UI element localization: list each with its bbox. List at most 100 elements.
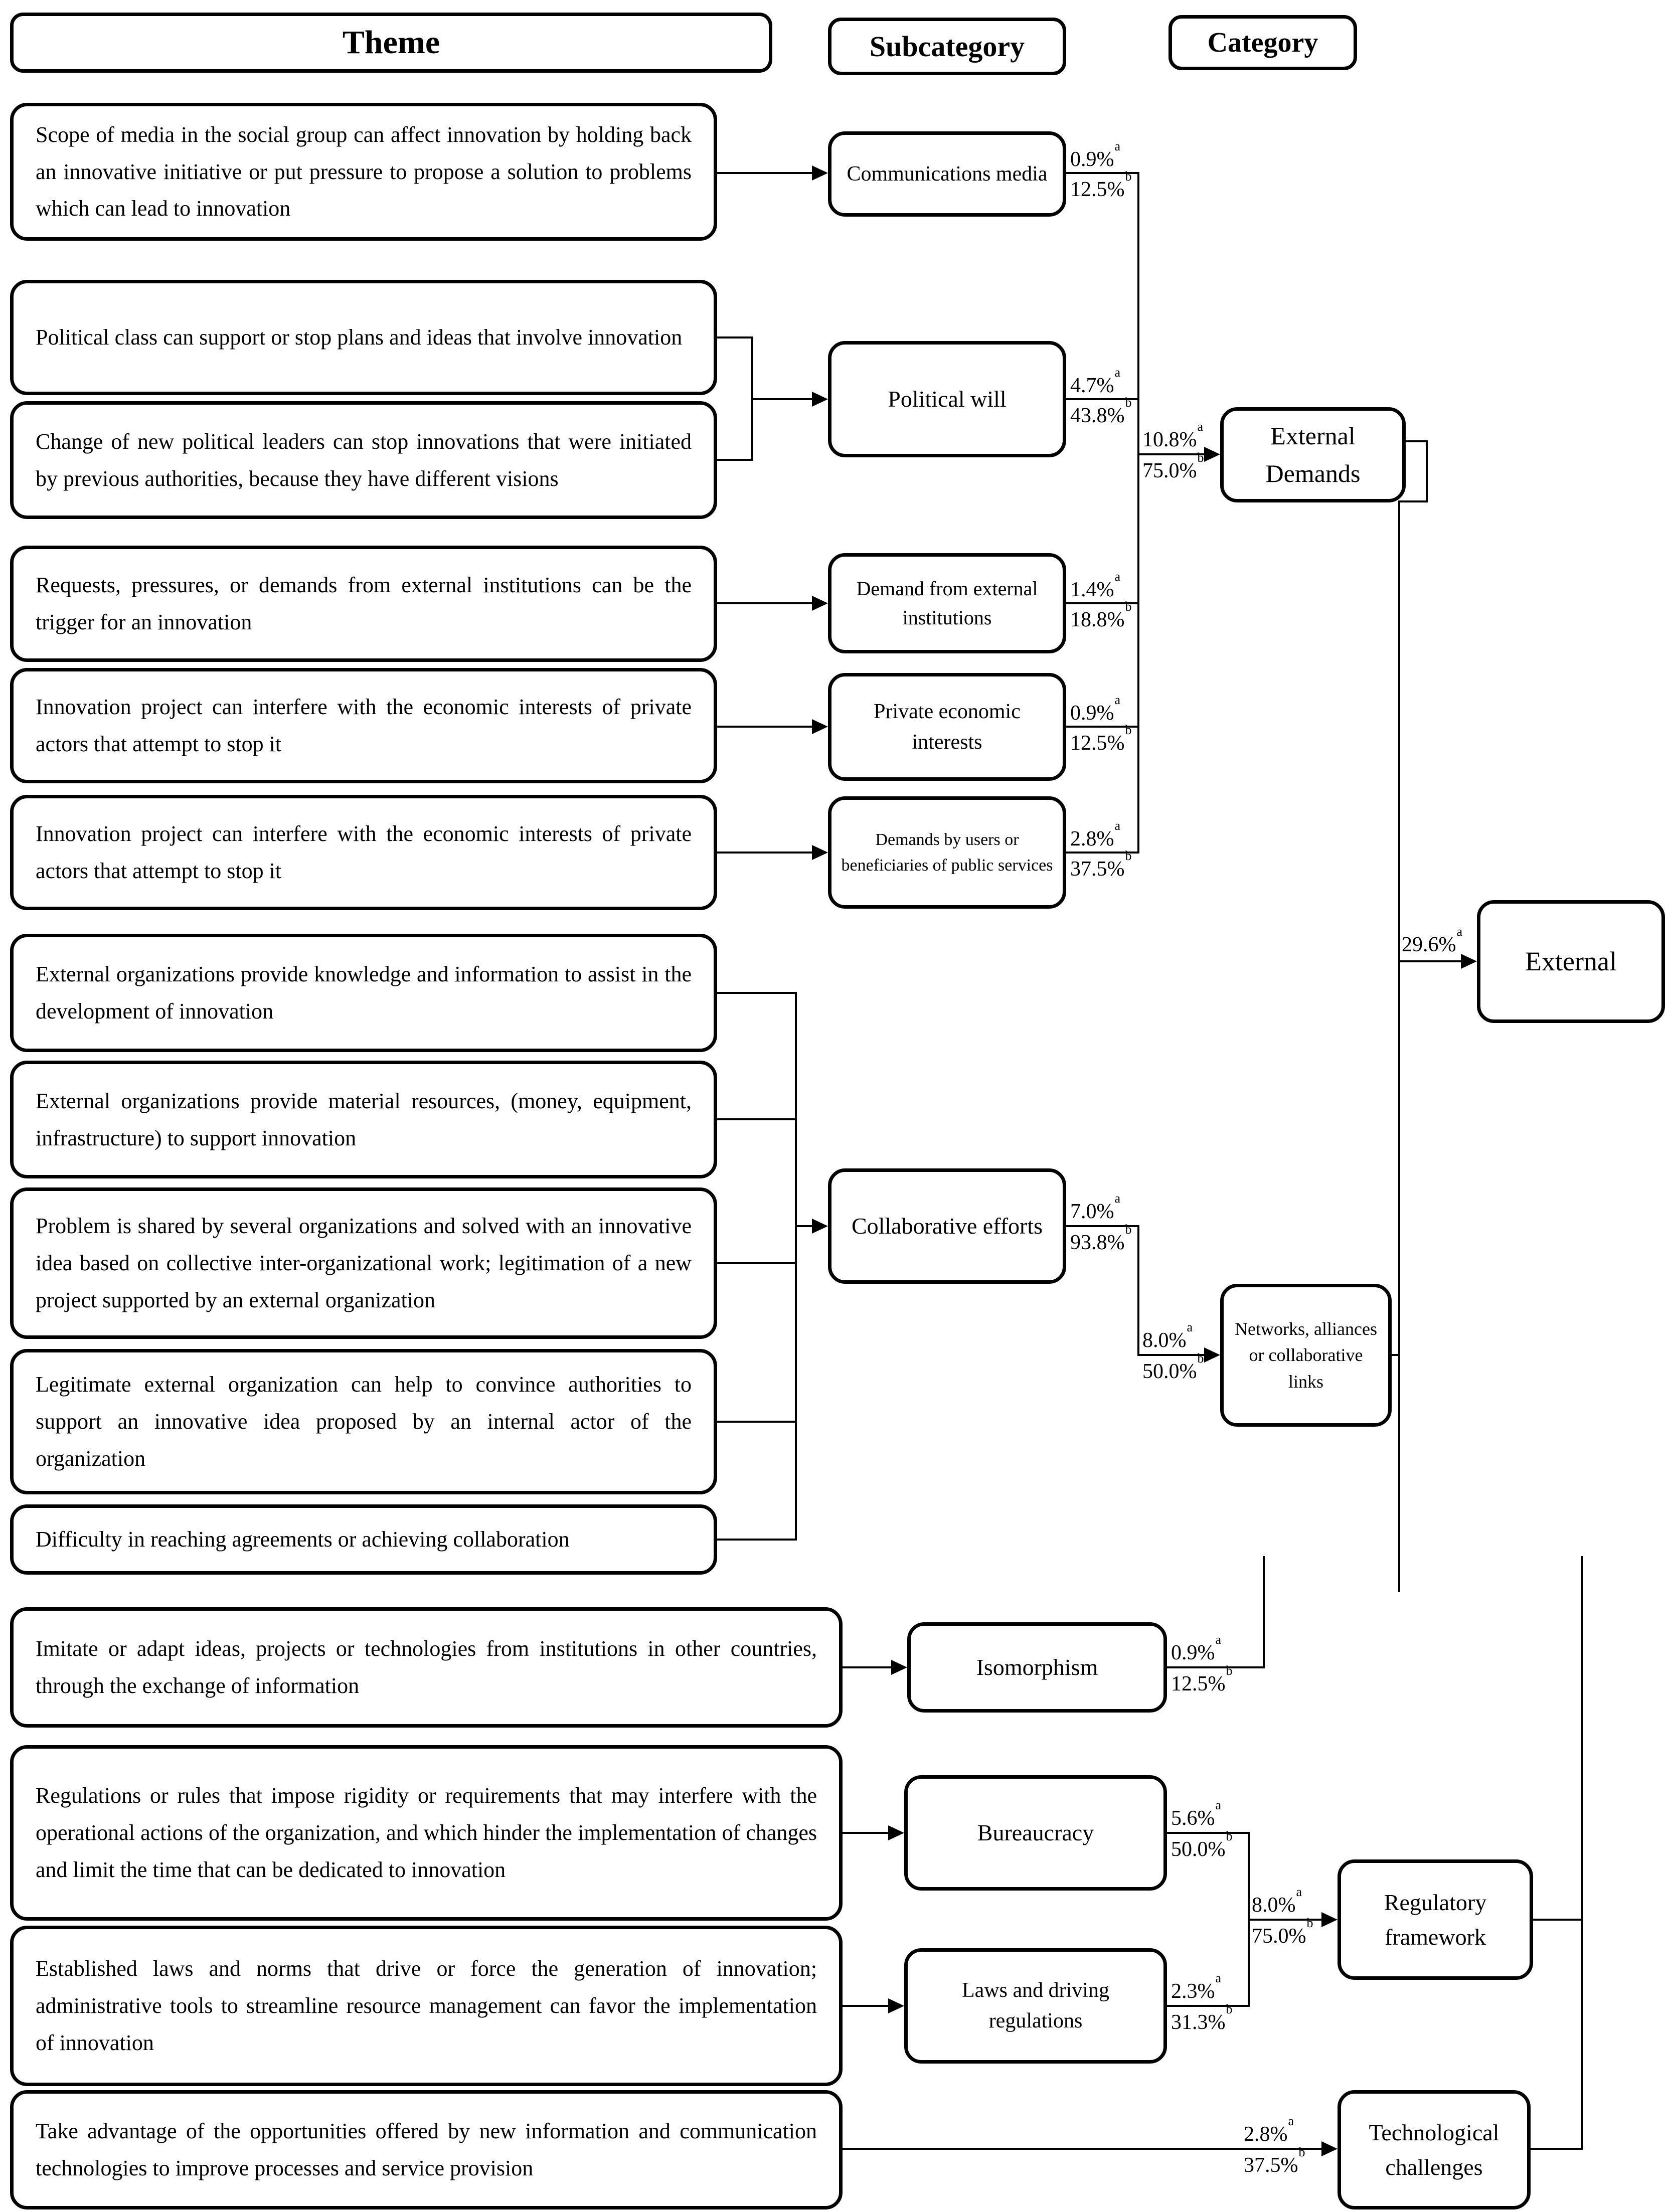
subcategory-isomorphism: Isomorphism [907,1622,1167,1713]
category-regulatory-framework: Regulatory framework [1338,1859,1533,1980]
connector-line [717,459,753,461]
connector-line [843,1832,889,1834]
pct-collaborative-a: 7.0%a [1070,1192,1120,1223]
connector-line [717,336,753,338]
pct-political-will-b: 43.8%b [1070,396,1132,427]
pct-value: 8.0% [1252,1894,1296,1917]
pct-value: 4.7% [1070,374,1114,397]
category-label: Technological challenges [1369,2120,1499,2180]
pct-private-interests-a: 0.9%a [1070,694,1120,725]
pct-regulatory-b: 75.0%b [1252,1917,1313,1948]
connector-line [1399,960,1462,962]
pct-line [1167,2005,1249,2007]
pct-private-interests-b: 12.5%b [1070,724,1132,755]
subcategory-label: Collaborative efforts [851,1213,1043,1239]
theme-box-ict-opportunities: Take advantage of the opportunities offe… [10,2090,843,2209]
arrowhead-icon [812,392,828,407]
pct-technological-a: 2.8%a [1244,2115,1294,2146]
subcategory-column-header: Subcategory [828,18,1066,75]
connector-line [1533,1919,1582,1921]
connector-line [717,172,813,174]
subcategory-label: Political will [888,386,1007,412]
arrowhead-icon [888,1998,904,2013]
pct-value: 0.9% [1171,1641,1215,1664]
pct-value: 12.5% [1070,732,1125,755]
category-external: External [1477,900,1665,1023]
pct-value: 50.0% [1142,1360,1197,1383]
arrowhead-icon [812,165,828,181]
connector-line [1137,453,1205,455]
connector-line [717,602,813,604]
subcategory-label: Bureaucracy [977,1819,1094,1845]
theme-box-rigid-regulations: Regulations or rules that impose rigidit… [10,1745,843,1921]
sup-a: a [1114,569,1121,584]
theme-box-established-laws: Established laws and norms that drive or… [10,1926,843,2086]
theme-box-private-interests-2: Innovation project can interfere with th… [10,795,717,910]
subcategory-demands-by-users: Demands by users or beneficiaries of pub… [828,796,1066,909]
subcategory-bureaucracy: Bureaucracy [904,1775,1167,1891]
arrowhead-icon [812,719,828,734]
pct-value: 2.8% [1244,2123,1288,2146]
connector-line [717,1262,796,1264]
connector-line [795,1225,813,1227]
theme-column-header: Theme [10,13,772,73]
sup-a: a [1114,139,1121,153]
pct-value: 2.8% [1070,827,1114,850]
sup-a: a [1215,1971,1222,1985]
category-label: External [1525,946,1617,976]
subcategory-label: Private economic interests [874,700,1021,754]
pct-value: 75.0% [1252,1925,1306,1948]
pct-value: 0.9% [1070,148,1114,171]
connector-line [717,1118,796,1120]
sup-b: b [1125,1222,1132,1237]
pct-demand-institutions-b: 18.8%b [1070,600,1132,631]
pct-line [1066,726,1139,728]
sup-b: b [1306,1916,1313,1930]
arrowhead-icon [1321,1912,1338,1927]
pct-regulatory-a: 8.0%a [1252,1886,1302,1917]
connector-line [1406,440,1428,442]
theme-box-material-resources: External organizations provide material … [10,1061,717,1178]
category-label: Regulatory framework [1384,1890,1487,1950]
subcategory-label: Demands by users or beneficiaries of pub… [841,830,1053,875]
trunk-line-lower-right [1581,1556,1583,2150]
theme-text: Scope of media in the social group can a… [36,122,692,221]
sup-b: b [1226,1663,1233,1678]
theme-box-political-class: Political class can support or stop plan… [10,280,717,395]
pct-communications-media-a: 0.9%a [1070,140,1120,171]
category-column-header: Category [1169,15,1357,70]
pct-value: 29.6% [1402,933,1456,956]
pct-networks-a: 8.0%a [1142,1321,1193,1351]
connector-line [1399,500,1428,502]
theme-text: Political class can support or stop plan… [36,325,683,350]
theme-text: Regulations or rules that impose rigidit… [36,1783,817,1882]
sup-b: b [1197,450,1204,465]
category-networks-alliances: Networks, alliances or collaborative lin… [1220,1284,1392,1427]
pct-external-demands-a: 10.8%a [1142,420,1203,451]
pct-line [1167,1832,1249,1834]
pct-external-a: 29.6%a [1402,925,1462,956]
arrowhead-icon [1321,2141,1338,2156]
theme-header-label: Theme [342,24,440,61]
theme-text: Imitate or adapt ideas, projects or tech… [36,1636,817,1698]
theme-text: Change of new political leaders can stop… [36,429,692,491]
sup-a: a [1215,1632,1222,1647]
pct-line [1167,1666,1264,1668]
pct-isomorphism-a: 0.9%a [1171,1633,1221,1664]
pct-value: 37.5% [1070,858,1125,881]
pct-value: 0.9% [1070,702,1114,725]
theme-text: Legitimate external organization can hel… [36,1372,692,1471]
connector-line [751,398,813,400]
connector-line [1531,2148,1582,2150]
category-label: Networks, alliances or collaborative lin… [1235,1319,1377,1392]
pct-value: 1.4% [1070,578,1114,601]
connector-line [1137,1354,1205,1356]
pct-value: 93.8% [1070,1231,1125,1254]
subcategory-demand-external-institutions: Demand from external institutions [828,553,1066,653]
arrowhead-icon [812,845,828,860]
subcategory-label: Isomorphism [976,1654,1098,1680]
sup-b: b [1125,599,1132,614]
pct-value: 37.5% [1244,2154,1298,2177]
subcategory-header-label: Subcategory [869,30,1025,63]
